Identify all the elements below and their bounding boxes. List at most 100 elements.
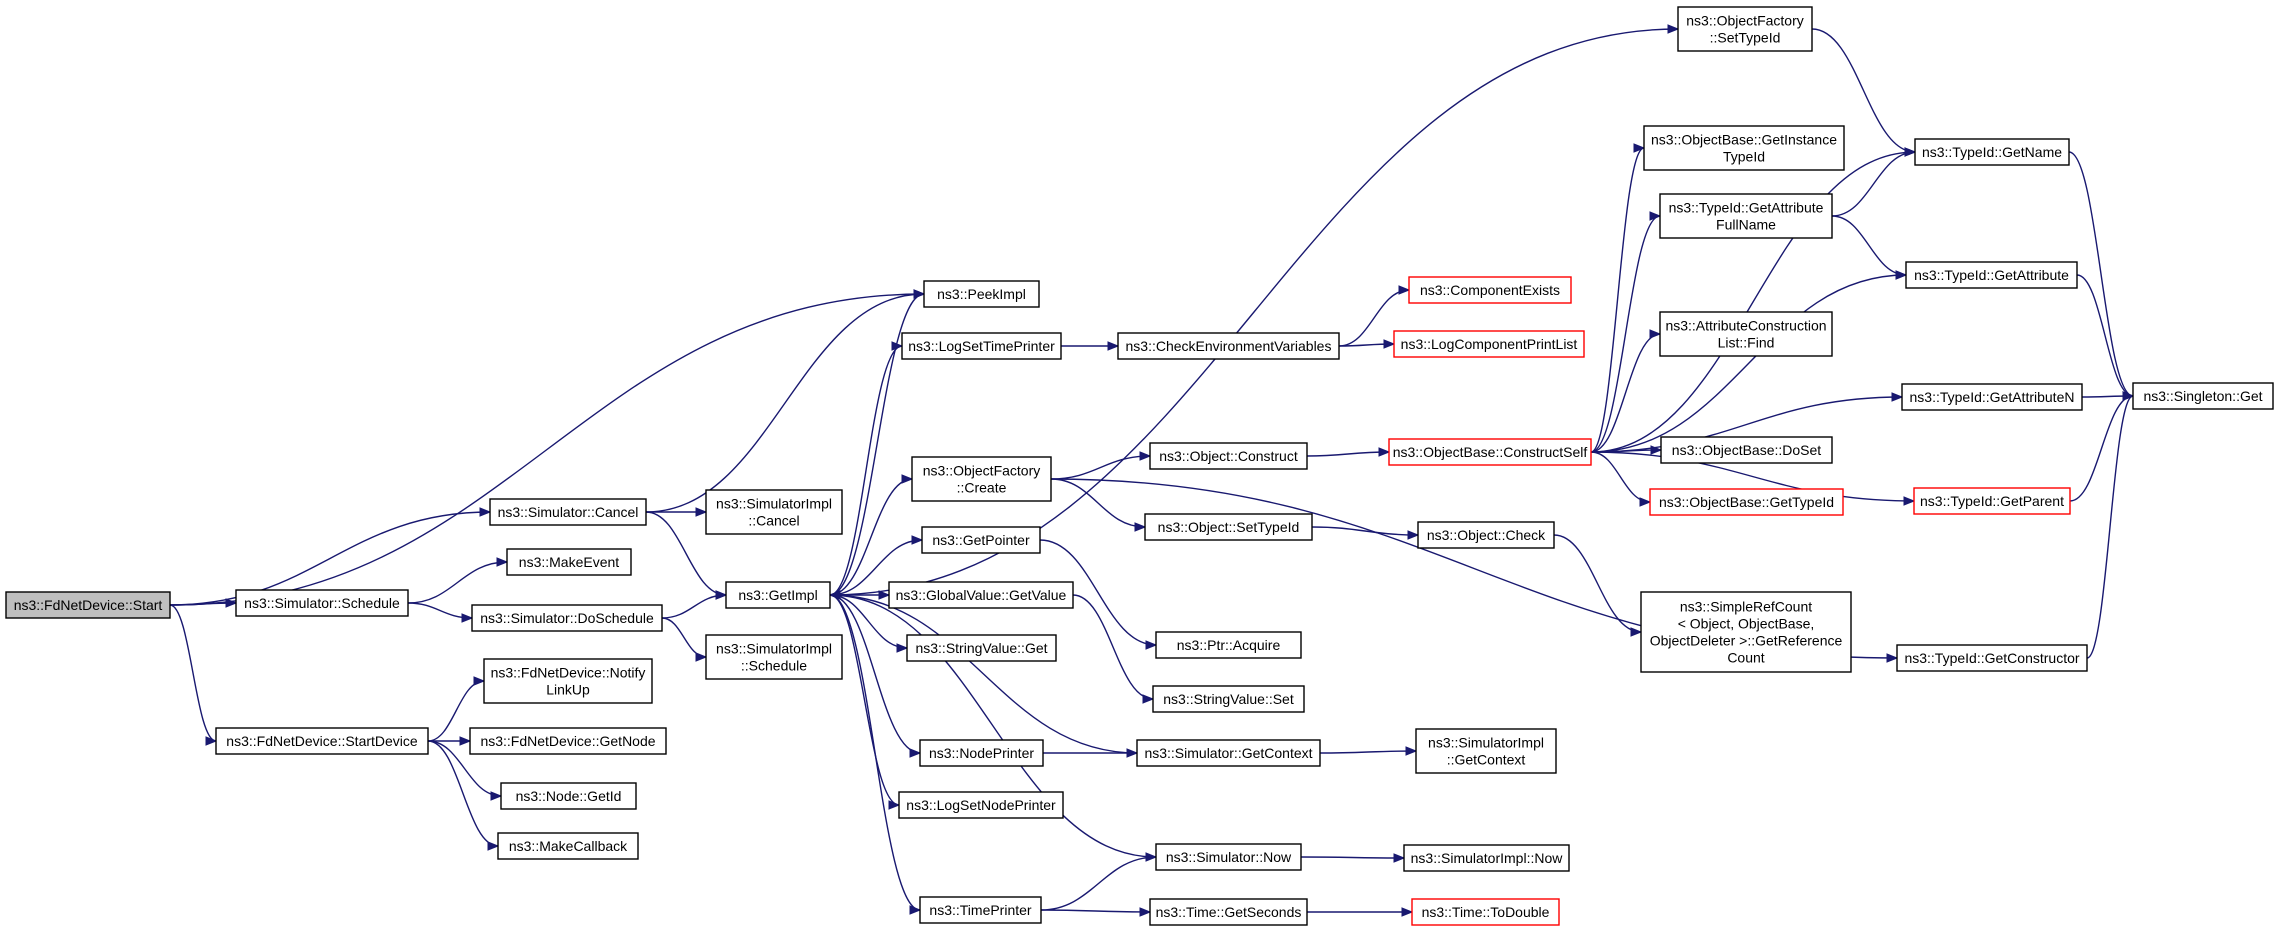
call-edge-arrowhead <box>695 507 708 517</box>
call-edge-arrowhead <box>459 736 472 746</box>
node-box <box>497 832 639 860</box>
node-label: ns3::NodePrinter <box>929 745 1034 761</box>
node-label: ns3::GetImpl <box>738 587 817 603</box>
node-sim_schedule[interactable]: ns3::Simulator::Schedule <box>235 589 409 617</box>
node-timeprinter[interactable]: ns3::TimePrinter <box>919 896 1042 924</box>
node-fd_startdevice[interactable]: ns3::FdNetDevice::StartDevice <box>215 727 429 755</box>
node-simplerefcount[interactable]: ns3::SimpleRefCount< Object, ObjectBase,… <box>1640 591 1852 673</box>
call-edge-sim_now-to-getimpl <box>829 594 1157 858</box>
node-simimpl_schedule[interactable]: ns3::SimulatorImpl::Schedule <box>705 634 843 680</box>
node-typeid_getname[interactable]: ns3::TypeId::GetName <box>1914 138 2070 166</box>
node-checkenvvars[interactable]: ns3::CheckEnvironmentVariables <box>1117 332 1340 360</box>
node-sim_cancel[interactable]: ns3::Simulator::Cancel <box>489 498 647 526</box>
node-getpointer[interactable]: ns3::GetPointer <box>921 526 1041 554</box>
node-box <box>898 791 1064 819</box>
call-edge-sim_cancel-to-getimpl <box>645 511 727 596</box>
node-start[interactable]: ns3::FdNetDevice::Start <box>5 591 171 619</box>
node-box <box>919 739 1044 767</box>
node-peekimpl[interactable]: ns3::PeekImpl <box>923 280 1040 308</box>
node-box <box>500 782 637 810</box>
node-time_getseconds[interactable]: ns3::Time::GetSeconds <box>1149 898 1308 926</box>
node-sim_doschedule[interactable]: ns3::Simulator::DoSchedule <box>471 604 663 632</box>
call-edge-arrowhead <box>913 289 926 299</box>
node-simimpl_cancel[interactable]: ns3::SimulatorImpl::Cancel <box>705 489 843 535</box>
node-componentexists[interactable]: ns3::ComponentExists <box>1408 276 1572 304</box>
node-box <box>1659 193 1833 239</box>
call-edge-typeid_getparent-to-singleton_get <box>2069 395 2134 502</box>
node-simimpl_getcontext[interactable]: ns3::SimulatorImpl::GetContext <box>1415 728 1557 774</box>
node-box <box>1149 442 1308 470</box>
node-objbase_constructself[interactable]: ns3::ObjectBase::ConstructSelf <box>1388 438 1592 466</box>
node-getimpl[interactable]: ns3::GetImpl <box>725 581 831 609</box>
node-objfactory_settypeid[interactable]: ns3::ObjectFactory::SetTypeId <box>1677 6 1813 52</box>
call-edge-typeid_getconstructor-to-singleton_get <box>2086 395 2134 659</box>
node-typeid_getattributen[interactable]: ns3::TypeId::GetAttributeN <box>1901 383 2083 411</box>
node-sim_now[interactable]: ns3::Simulator::Now <box>1155 843 1302 871</box>
call-edge-arrowhead <box>1107 341 1120 351</box>
node-typeid_getparent[interactable]: ns3::TypeId::GetParent <box>1913 487 2071 515</box>
node-label: ns3::TypeId::GetAttributeN <box>1910 389 2075 405</box>
call-edge-arrowhead <box>2122 391 2135 401</box>
node-label: ns3::FdNetDevice::GetNode <box>480 733 655 749</box>
call-edge-arrowhead <box>896 643 909 653</box>
node-makecallback[interactable]: ns3::MakeCallback <box>497 832 639 860</box>
node-label: ns3::GetPointer <box>932 532 1030 548</box>
node-box <box>1411 898 1560 926</box>
node-label: ns3::Simulator::Cancel <box>498 504 639 520</box>
node-stringvalue_set[interactable]: ns3::StringValue::Set <box>1152 685 1305 713</box>
node-label: ns3::Simulator::DoSchedule <box>480 610 654 626</box>
call-edge-obj_settypeid-to-obj_check <box>1311 526 1419 536</box>
node-time_todouble[interactable]: ns3::Time::ToDouble <box>1411 898 1560 926</box>
call-edge-arrowhead <box>1886 653 1899 663</box>
node-objbase_gettypeid[interactable]: ns3::ObjectBase::GetTypeId <box>1649 488 1844 516</box>
node-obj_settypeid[interactable]: ns3::Object::SetTypeId <box>1144 513 1313 541</box>
node-label: ns3::Time::ToDouble <box>1422 904 1550 920</box>
node-fd_getnode[interactable]: ns3::FdNetDevice::GetNode <box>469 727 667 755</box>
node-label: ns3::SimulatorImpl <box>1428 735 1544 751</box>
call-edge-sim_getcontext-to-simimpl_getcontext <box>1319 750 1417 754</box>
call-edge-getimpl-to-logsettimeprinter <box>829 345 903 596</box>
call-edge-arrowhead <box>901 474 914 484</box>
call-edge-arrowhead <box>479 507 492 517</box>
node-typeid_getattribute[interactable]: ns3::TypeId::GetAttribute <box>1905 261 2078 289</box>
call-edge-typeid_getattributefullname-to-typeid_getattribute <box>1831 215 1907 276</box>
node-objfactory_create[interactable]: ns3::ObjectFactory::Create <box>911 456 1052 502</box>
node-nodeprinter[interactable]: ns3::NodePrinter <box>919 739 1044 767</box>
node-label: ns3::SimulatorImpl::Now <box>1411 850 1564 866</box>
node-logcomponentprintlist[interactable]: ns3::LogComponentPrintList <box>1393 330 1585 358</box>
node-stringvalue_get[interactable]: ns3::StringValue::Get <box>906 634 1057 662</box>
node-makeevent[interactable]: ns3::MakeEvent <box>506 548 632 576</box>
call-edge-arrowhead <box>1401 907 1414 917</box>
node-label: ns3::ObjectBase::GetTypeId <box>1659 494 1834 510</box>
node-node_getid[interactable]: ns3::Node::GetId <box>500 782 637 810</box>
call-edge-getimpl-to-peekimpl <box>829 293 925 596</box>
node-obj_construct[interactable]: ns3::Object::Construct <box>1149 442 1308 470</box>
call-edge-start-to-peekimpl <box>169 293 925 606</box>
node-sim_getcontext[interactable]: ns3::Simulator::GetContext <box>1136 739 1321 767</box>
call-edge-arrowhead <box>496 557 509 567</box>
node-typeid_getconstructor[interactable]: ns3::TypeId::GetConstructor <box>1896 644 2088 672</box>
call-edge-arrowhead <box>1139 907 1152 917</box>
call-edge-objfactory_create-to-obj_settypeid <box>1050 478 1146 528</box>
node-box <box>1393 330 1585 358</box>
node-singleton_get[interactable]: ns3::Singleton::Get <box>2132 382 2274 410</box>
call-edge-arrowhead <box>205 736 218 746</box>
node-obj_check[interactable]: ns3::Object::Check <box>1417 521 1555 549</box>
call-edge-arrowhead <box>1649 329 1662 339</box>
node-globalvalue_getvalue[interactable]: ns3::GlobalValue::GetValue <box>888 581 1074 609</box>
node-box <box>1896 644 2088 672</box>
call-edge-arrowhead <box>1891 392 1904 402</box>
node-box <box>1913 487 2071 515</box>
node-box <box>1649 488 1844 516</box>
node-label: ns3::LogSetNodePrinter <box>906 797 1056 813</box>
node-logsettimeprinter[interactable]: ns3::LogSetTimePrinter <box>901 332 1062 360</box>
node-logsetnodeprinter[interactable]: ns3::LogSetNodePrinter <box>898 791 1064 819</box>
node-label: < Object, ObjectBase, <box>1678 616 1815 632</box>
node-ptr_acquire[interactable]: ns3::Ptr::Acquire <box>1155 631 1302 659</box>
node-simimpl_now[interactable]: ns3::SimulatorImpl::Now <box>1403 844 1570 872</box>
node-objbase_doset[interactable]: ns3::ObjectBase::DoSet <box>1660 436 1833 464</box>
